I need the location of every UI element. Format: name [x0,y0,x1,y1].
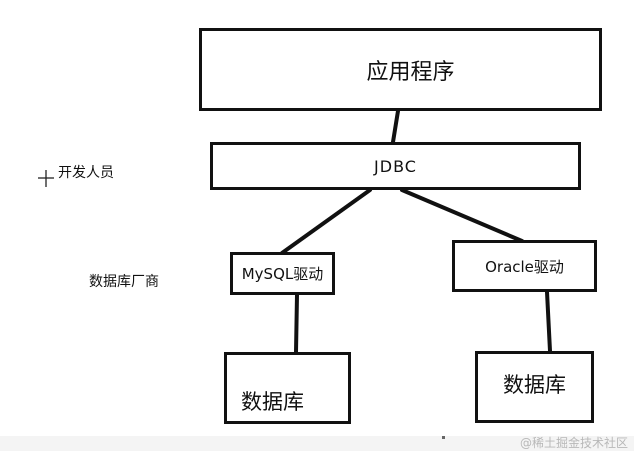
oracle-driver-node: Oracle驱动 [452,240,597,292]
oracle-driver-label: Oracle驱动 [485,257,564,276]
watermark: @稀土掘金技术社区 [519,436,628,450]
mysql-driver-label: MySQL驱动 [241,265,324,283]
link-jdbc-mysql [280,188,372,255]
jdbc-node-label: JDBC [374,156,417,176]
app-node: 应用程序 [199,28,602,111]
mysql-database-label: 数据库 [241,390,304,414]
mysql-database-node: 数据库 [224,352,351,424]
app-node-label: 应用程序 [366,59,455,85]
jdbc-node: JDBC [210,142,581,190]
small-dot [442,436,445,439]
link-oracle-db [545,290,552,353]
crosshair-cursor-icon [38,170,54,187]
link-mysql-db [294,293,299,354]
link-jdbc-oracle [400,188,524,243]
bottom-strip [0,436,634,451]
mysql-driver-node: MySQL驱动 [230,252,335,295]
developer-label: 开发人员 [58,165,114,181]
oracle-database-label: 数据库 [503,373,566,397]
vendor-label: 数据库厂商 [89,274,159,290]
link-app-jdbc [391,109,400,144]
oracle-database-node: 数据库 [475,351,594,423]
